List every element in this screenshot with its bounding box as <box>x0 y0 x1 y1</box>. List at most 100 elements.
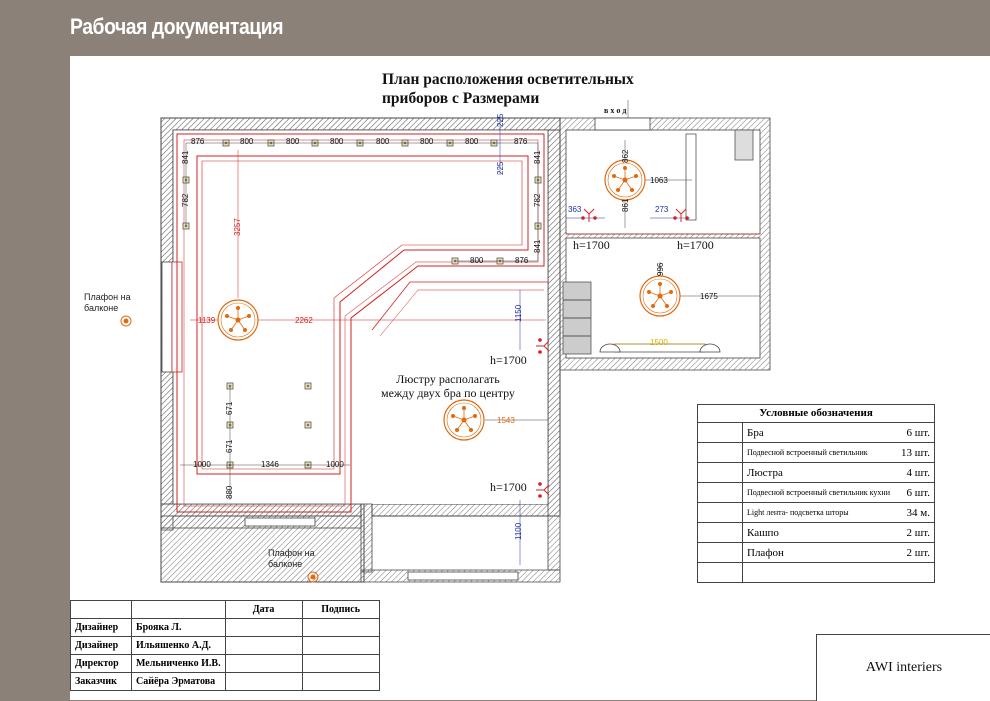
cell <box>70 600 132 619</box>
dim-862: 862 <box>621 149 630 163</box>
legend-qty: 6 шт. <box>906 426 930 439</box>
dim-vert-2: 880 <box>225 485 234 499</box>
dim-top-1: 800 <box>240 137 254 146</box>
legend-qty: 13 шт. <box>901 446 930 459</box>
legend-row-spot: Подвесной встроенный светильник 13 шт. <box>698 443 934 463</box>
legend-row-empty <box>698 563 934 582</box>
dim-top-0: 876 <box>191 137 205 146</box>
dim-right-2: 841 <box>533 239 542 253</box>
role: Дизайнер <box>70 636 132 655</box>
cell <box>224 654 303 673</box>
cell <box>301 654 380 673</box>
person-name: Брояка Л. <box>131 618 226 637</box>
page-header-title: Рабочая документация <box>70 14 284 39</box>
legend-qty: 2 шт. <box>906 546 930 559</box>
dim-1063: 1063 <box>650 176 668 185</box>
plan-title-line2: приборов с Размерами <box>382 90 540 107</box>
note-line2: между двух бра по центру <box>381 386 515 400</box>
dim-996: 996 <box>656 262 665 276</box>
height-note-4: h=1700 <box>677 238 714 252</box>
balcony-plafond-label-1: Плафон на балконе <box>84 292 131 313</box>
dim-top-6: 800 <box>465 137 479 146</box>
dim-1500: 1500 <box>650 338 668 347</box>
dim-left-1: 782 <box>181 193 190 207</box>
legend-name: Люстра <box>747 466 783 479</box>
dim-2262: 2262 <box>295 316 313 325</box>
legend-qty: 6 шт. <box>906 486 930 499</box>
legend-name: Подвесной встроенный светильник <box>747 448 868 457</box>
chandelier-icon <box>698 463 743 482</box>
cell <box>224 618 303 637</box>
plan-title-line1: План расположения осветительных <box>382 71 634 88</box>
legend-row-led: Light лента- подсветка шторы 34 м. <box>698 503 934 523</box>
legend-row-bra: Бра 6 шт. <box>698 423 934 443</box>
plan-title: План расположения осветительных приборов… <box>382 70 634 108</box>
dim-bottom-2: 1000 <box>326 460 344 469</box>
entrance-label: в х о д <box>604 106 627 115</box>
kashpo-icon <box>698 523 743 542</box>
cell <box>301 672 380 691</box>
walls <box>160 117 771 583</box>
dim-3257: 3257 <box>233 218 242 236</box>
person-name: Сайёра Эрматова <box>131 672 226 691</box>
dim-left-0: 841 <box>181 150 190 164</box>
height-note-2: h=1700 <box>490 480 527 494</box>
legend-qty: 4 шт. <box>906 466 930 479</box>
chandelier-note: Люстру располагать между двух бра по цен… <box>381 372 515 400</box>
spotlight-icon <box>698 443 743 462</box>
balcony-plafonds <box>120 315 319 583</box>
legend-name: Light лента- подсветка шторы <box>747 508 849 517</box>
col-date: Дата <box>224 600 303 619</box>
legend-qty: 34 м. <box>906 506 930 519</box>
dimension-lines <box>180 100 760 565</box>
cell <box>301 636 380 655</box>
person-name: Мельниченко И.В. <box>131 654 226 673</box>
cell <box>224 672 303 691</box>
person-name: Ильяшенко А.Д. <box>131 636 226 655</box>
dim-bottom-1: 1346 <box>261 460 279 469</box>
height-note-3: h=1700 <box>573 238 610 252</box>
dim-right-1: 782 <box>533 193 542 207</box>
legend-qty: 2 шт. <box>906 526 930 539</box>
legend-title: Условные обозначения <box>698 405 934 423</box>
cell <box>131 600 226 619</box>
led-strip-icon <box>698 503 743 522</box>
legend-name: Бра <box>747 426 764 439</box>
kashpo <box>599 343 721 353</box>
led-strip <box>176 133 548 513</box>
dim-mid-0: 800 <box>470 256 484 265</box>
dim-vert-1: 671 <box>225 439 234 453</box>
dim-right-0: 841 <box>533 150 542 164</box>
empty-symbol <box>698 563 743 582</box>
plafon-icon <box>698 543 743 562</box>
dim-1100: 1100 <box>514 522 523 540</box>
role: Заказчик <box>70 672 132 691</box>
dim-225-a: 225 <box>496 113 505 127</box>
dim-top-5: 800 <box>420 137 434 146</box>
dim-225-b: 225 <box>496 161 505 175</box>
balcony-plafond-label-2: Плафон на балконе <box>268 548 315 569</box>
dim-top-4: 800 <box>376 137 390 146</box>
dim-1543: 1543 <box>497 416 515 425</box>
note-line1: Люстру располагать <box>396 372 500 386</box>
dim-273: 273 <box>655 205 669 214</box>
cell <box>301 618 380 637</box>
role: Директор <box>70 654 132 673</box>
dim-top-7: 876 <box>514 137 528 146</box>
dim-1139: 1139 <box>198 316 216 325</box>
dim-top-3: 800 <box>330 137 344 146</box>
bra-icon <box>698 423 743 442</box>
company-name: AWI interiers <box>816 634 990 701</box>
dim-1150: 1150 <box>514 304 523 322</box>
legend-name: Плафон <box>747 546 784 559</box>
legend-row-chandelier: Люстра 4 шт. <box>698 463 934 483</box>
